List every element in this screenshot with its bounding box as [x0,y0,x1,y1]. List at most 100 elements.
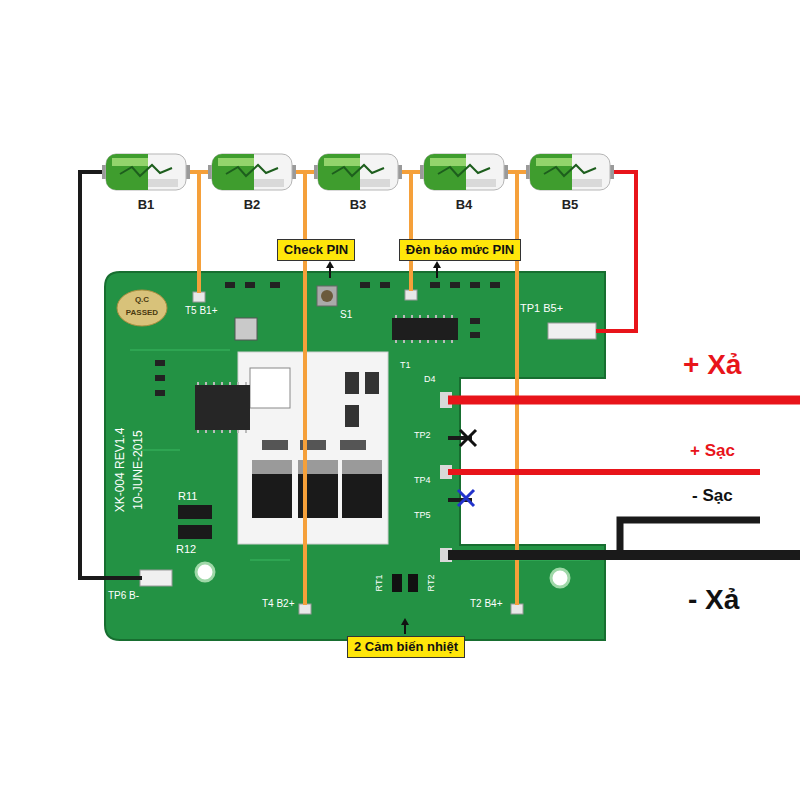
battery-part [530,154,572,190]
callout-box: 2 Cảm biến nhiệt [347,636,465,658]
qc-sticker [117,290,167,326]
battery-part [466,179,496,187]
top-components-part [380,282,390,288]
mosfet-area-part [345,405,359,427]
callout-box: Đèn báo mức PIN [399,239,521,261]
battery-part [212,154,254,190]
mosfet-area-part [342,460,382,474]
top-components-part [470,282,480,288]
cut-marks-part [458,490,474,506]
resistor-symbol [178,505,212,539]
battery-part [106,154,148,190]
top-components-part [470,332,480,338]
mosfet-area-part [345,372,359,394]
led-driver-chip-part [396,315,452,343]
battery-part [212,154,292,190]
silkscreen-label: T1 [400,361,411,371]
solder-pads-part [405,290,417,300]
battery-body [314,152,402,192]
mosfet-area-part [342,474,382,518]
thermistor-pads-part [392,574,402,592]
battery-part [424,154,466,190]
battery-part [424,154,504,190]
switch-button [317,286,337,306]
series-link [508,170,526,174]
switch-button-part [321,290,333,302]
silkscreen-label: T4 B2+ [262,598,295,609]
balance-wires-part [409,174,413,291]
top-components-part [430,282,440,288]
battery-part [360,179,390,187]
solder-pads-part [511,604,523,614]
cell-label: B1 [138,197,155,212]
wire-label: + Sạc [690,442,735,461]
mosfet-area [238,352,388,544]
callout-text: 2 Cảm biến nhiệt [354,639,458,655]
battery-cell: B3 [314,152,402,192]
silkscreen-label: T2 B4+ [470,598,503,609]
resistor-symbol-part [178,505,212,519]
battery-part [318,154,360,190]
battery-part [544,165,596,176]
solder-pads-part [193,292,205,302]
top-components-part [450,282,460,288]
cut-marks [458,430,476,506]
led-driver-chip [392,315,458,343]
silkscreen-label: 10-JUNE-2015 [132,430,145,509]
led-driver-chip-part [392,318,458,340]
battery-cell: B1 [102,152,190,192]
pcb-board [105,272,605,640]
mosfet-area-part [262,440,288,450]
battery-part [120,165,172,176]
battery-part [112,158,148,166]
battery-part [530,154,610,190]
silkscreen-label: S1 [340,309,352,320]
pcb-board-part [130,350,590,560]
cell-label: B3 [350,197,367,212]
callout-box: Check PIN [277,239,355,261]
balance-wires-part [197,174,201,293]
battery-part [318,154,398,190]
top-components-part [470,318,480,324]
battery-minus-wire [80,172,142,578]
thermistor-pads-part [408,574,418,592]
pointer-arrows [326,261,441,634]
wire-label: + Xả [683,350,741,381]
ic-chip-part [235,318,257,340]
silkscreen-label: T5 B1+ [185,305,218,316]
cell-label: B5 [562,197,579,212]
battery-part [218,158,254,166]
top-components-part [225,282,235,288]
silkscreen-label: TP1 B5+ [520,302,563,314]
pointer-arrows-part [433,261,441,268]
top-components [225,282,500,338]
mosfet-area-part [365,372,379,394]
pointer-arrows-part [326,261,334,268]
silkscreen-label: XK-004 REV1.4 [114,428,127,513]
wire-label: - Sạc [692,487,733,506]
battery-cell: B2 [208,152,296,192]
output-wires-part [620,520,760,555]
mosfet-area-part [340,440,366,450]
pcb-board-part [196,563,214,581]
battery-body [208,152,296,192]
ic-chip-part [198,382,246,433]
battery-cell: B5 [526,152,614,192]
ic-chip-part [155,360,165,366]
silkscreen-label: R12 [176,543,196,555]
battery-plus-wire-part [596,172,636,331]
battery-part [226,165,278,176]
output-wires-part [448,469,760,475]
top-components-part [360,282,370,288]
solder-pads-part [548,323,596,339]
pcb-board-part [105,272,605,640]
silkscreen-label: TP6 B- [108,590,139,601]
thermistor-pads [392,574,418,592]
top-components-part [270,282,280,288]
battery-part [324,158,360,166]
switch-button-part [317,286,337,306]
top-components-part [490,282,500,288]
